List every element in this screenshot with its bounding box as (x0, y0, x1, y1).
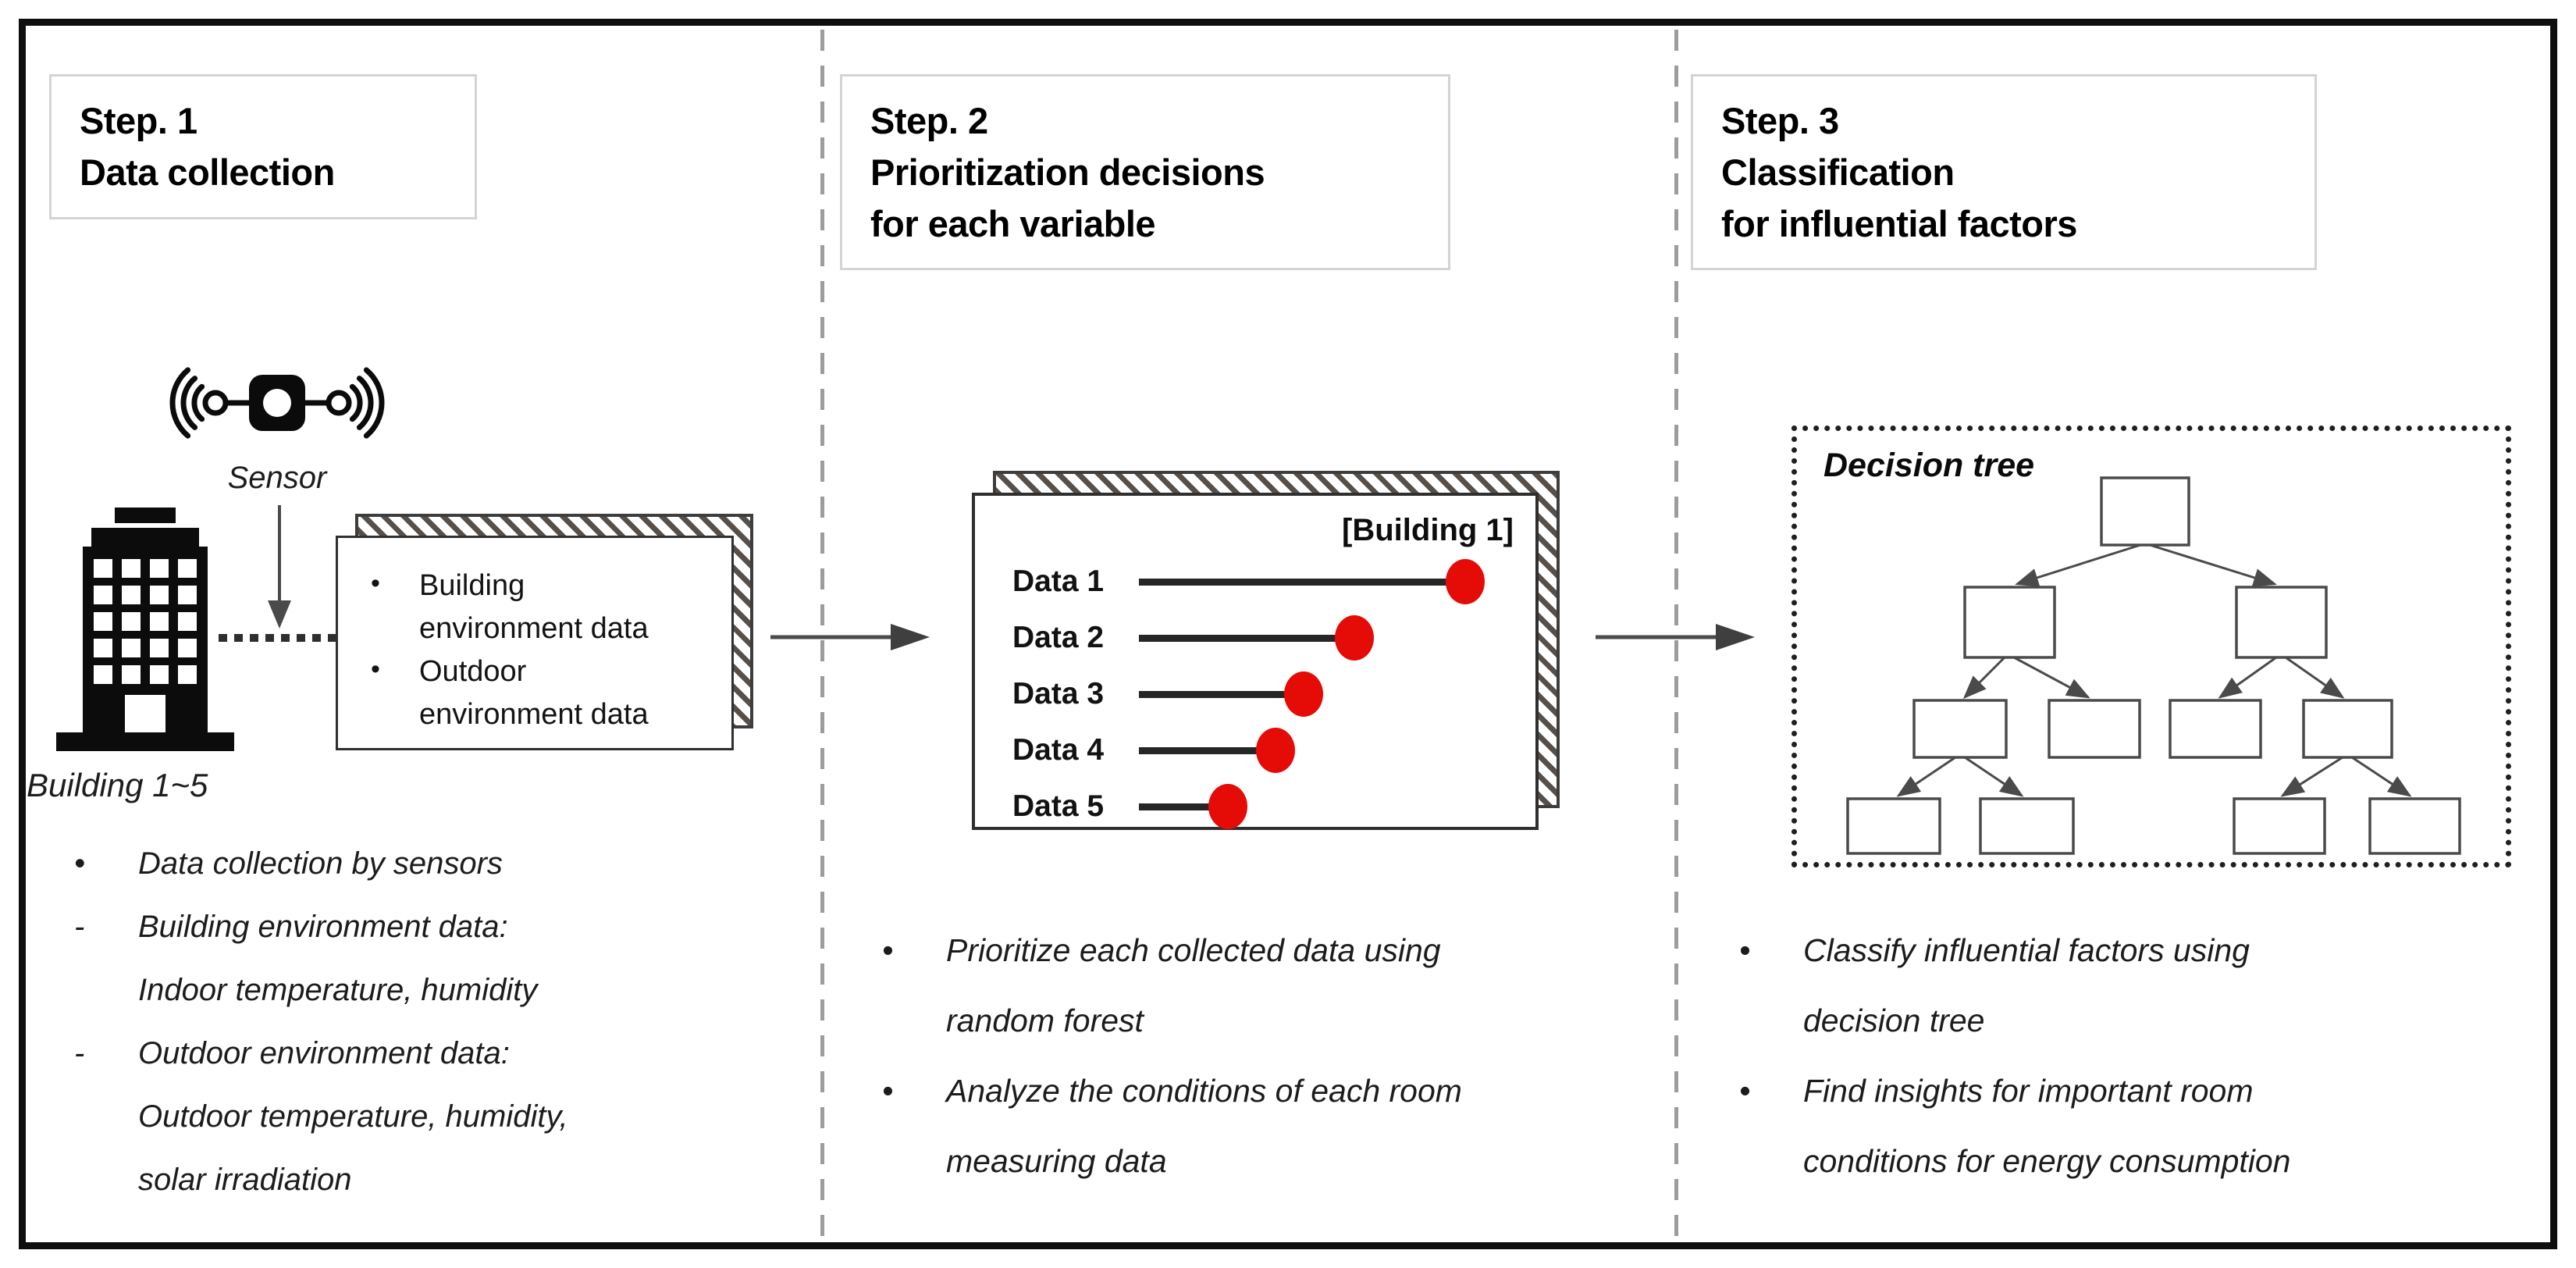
flow-arrow-2 (1596, 624, 1755, 650)
building-icon (56, 508, 234, 751)
chart-point (1208, 784, 1247, 829)
step3-notes: • Classify influential factors using deci… (1739, 915, 2535, 1196)
chart-panel-tag: [Building 1] (1342, 513, 1514, 547)
list-item: - Outdoor environment data: Outdoor tempe… (74, 1022, 792, 1212)
step1-card-items: • Building environment data • Outdoor envir… (338, 538, 731, 736)
list-item: • Classify influential factors using deci… (1739, 915, 2535, 1056)
chart-row: Data 5 (975, 782, 1535, 832)
chart-point (1284, 671, 1323, 717)
chart-point (1446, 559, 1485, 604)
chart-stem-line (1139, 746, 1265, 754)
list-item: • Outdoor environment data (371, 650, 708, 736)
chart-category-label: Data 2 (1012, 621, 1105, 654)
chart-stem-line (1139, 578, 1455, 586)
chart-point (1335, 615, 1374, 661)
bullet-text: Outdoor environment data: Outdoor temper… (138, 1036, 568, 1197)
bullet-marker: • (1739, 932, 1751, 968)
step2-notes: • Prioritize each collected data using ra… (882, 915, 1616, 1196)
column-divider-1 (820, 30, 824, 1237)
bullet-marker: • (882, 932, 894, 968)
chart-row: Data 2 (975, 613, 1535, 663)
chart-row: Data 4 (975, 725, 1535, 775)
column-divider-2 (1674, 30, 1678, 1237)
bullet-marker: • (371, 654, 380, 685)
list-item: • Analyze the conditions of each room mea… (882, 1056, 1616, 1196)
chart-category-label: Data 3 (1012, 677, 1105, 711)
bullet-text: Outdoor environment data (419, 655, 649, 732)
chart-category-label: Data 4 (1012, 733, 1105, 767)
building-label: Building 1~5 (27, 767, 208, 803)
dotted-connector (219, 634, 350, 642)
bullet-text: Find insights for important room conditi… (1803, 1073, 2291, 1179)
bullet-marker: • (882, 1073, 894, 1109)
bullet-text: Building environment data: Indoor temper… (138, 910, 538, 1007)
list-item: • Prioritize each collected data using ra… (882, 915, 1616, 1056)
step1-notes: • Data collection by sensors - Building env… (74, 832, 792, 1212)
chart-row: Data 1 (975, 557, 1535, 607)
bullet-marker: - (74, 1036, 85, 1070)
importance-chart-card: [Building 1] Data 1 Data 2 Data 3 Data 4 Dat… (972, 493, 1539, 830)
flow-arrow-1 (770, 624, 930, 650)
bullet-marker: • (1739, 1073, 1751, 1109)
down-arrow-icon (268, 505, 291, 629)
chart-stem-line (1139, 803, 1218, 810)
list-item: • Find insights for important room condit… (1739, 1056, 2535, 1196)
bullet-text: Building environment data (419, 569, 649, 646)
step3-header: Step. 3 Classification for influential f… (1691, 74, 2317, 271)
bullet-marker: • (74, 846, 86, 881)
chart-stem-line (1139, 690, 1293, 698)
chart-point (1256, 728, 1295, 773)
chart-row: Data 3 (975, 669, 1535, 719)
step1-header: Step. 1 Data collection (49, 74, 477, 219)
decision-tree-diagram (1846, 476, 2461, 855)
sensor-icon (169, 367, 385, 439)
bullet-text: Classify influential factors using decis… (1803, 932, 2250, 1038)
bullet-marker: - (74, 910, 85, 944)
bullet-marker: • (371, 568, 380, 598)
step1-card-front: • Building environment data • Outdoor envir… (336, 536, 734, 750)
figure-border (19, 19, 2557, 1249)
list-item: - Building environment data: Indoor tempe… (74, 896, 792, 1022)
bullet-text: Prioritize each collected data using ran… (946, 932, 1441, 1038)
list-item: • Building environment data (371, 565, 708, 650)
bullet-text: Analyze the conditions of each room meas… (946, 1073, 1462, 1179)
step2-header: Step. 2 Prioritization decisions for eac… (840, 74, 1450, 271)
decision-tree-title: Decision tree (1823, 447, 2035, 484)
chart-category-label: Data 1 (1012, 565, 1105, 598)
chart-category-label: Data 5 (1012, 789, 1105, 823)
bullet-text: Data collection by sensors (138, 846, 503, 881)
sensor-label: Sensor (227, 461, 327, 495)
decision-tree-box: Decision tree (1791, 426, 2511, 867)
chart-stem-line (1139, 634, 1344, 642)
list-item: • Data collection by sensors (74, 832, 792, 896)
